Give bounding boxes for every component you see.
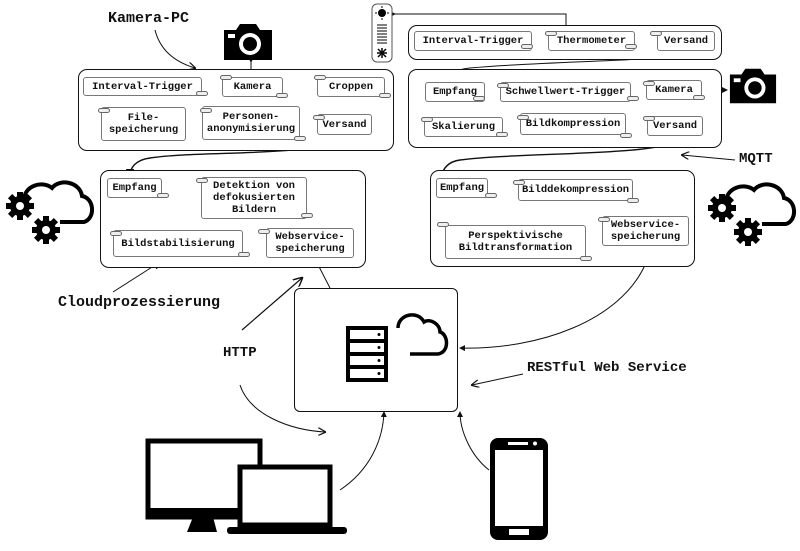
port [521,44,533,49]
node-empfang: Empfang [425,82,485,102]
http-label: HTTP [223,345,257,361]
node-versand: Versand [317,114,372,135]
node-perspektivische-bildtransformation: Perspektivische Bildtransformation [445,225,586,259]
node-empfang-cloud-left: Empfang [107,178,162,198]
port [421,117,433,122]
kamera-pc-label: Kamera-PC [108,10,190,27]
node-skalierung: Skalierung [424,117,503,137]
desktop-laptop-icon [145,438,347,534]
node-bildstabilisierung: Bildstabilisierung [113,230,243,257]
cloudprozessierung-label: Cloudprozessierung [58,294,221,311]
mqtt-label: MQTT [739,151,773,167]
node-interval-trigger: Interval-Trigger [83,77,202,96]
port [301,213,313,218]
server-cloud-icon [346,313,449,382]
port [625,44,637,49]
flow-right-webservice-to-server [459,264,646,352]
camera-icon [224,24,272,60]
node-detektion: Detektion von defokusierten Bildern [201,177,307,219]
cloud-gears-icon [6,180,94,244]
node-versand-right: Versand [647,116,703,136]
node-interval-trigger-thermo: Interval-Trigger [414,31,532,51]
flow-camera-to-cloud [438,139,674,180]
port [313,115,325,120]
cloud-gears-icon-right [708,182,796,246]
port [643,81,655,86]
port [497,83,509,88]
port [379,93,391,98]
port [294,136,306,141]
port [620,133,632,138]
node-webservicespeicherung-right: Webservice- speicherung [602,216,689,246]
port [110,231,122,236]
kamera-pc-pointer [154,29,195,68]
node-bilddekompression: Bilddekompression [518,179,633,201]
port [580,256,592,261]
port [517,115,529,120]
port [496,132,508,137]
port [627,96,639,101]
port [627,198,639,203]
node-croppen: Croppen [317,77,385,97]
camera-icon-right [729,68,777,104]
port [513,180,525,185]
node-kamera-right: Kamera [646,80,702,100]
port [650,31,662,36]
port [437,222,449,227]
mqtt-pointer [682,155,736,161]
laptop-to-server [339,411,387,491]
thermometer-icon [371,3,393,63]
node-kamera: Kamera [222,77,283,97]
node-schwellwert-trigger: Schwellwert-Trigger [500,82,631,102]
port [196,91,208,96]
port [643,116,655,121]
node-thermometer: Thermometer [548,31,635,51]
port [473,96,485,101]
port [220,75,232,80]
node-filespeicherung: File- speicherung [101,107,186,141]
port [157,193,169,198]
port [693,95,705,100]
restful-pointer [472,373,524,385]
port [196,178,208,183]
port [98,108,110,113]
port [258,229,270,234]
port [200,108,212,113]
restful-label: RESTful Web Service [527,360,687,376]
port [276,93,288,98]
node-personenanonymisierung: Personen- anonymisierung [202,106,300,140]
node-versand-thermo: Versand [657,31,715,51]
smartphone-icon [490,438,548,540]
http-lower-arrow [239,384,325,432]
phone-to-server [457,411,490,471]
node-empfang-cloud-right: Empfang [436,178,488,198]
node-webservicespeicherung-left: Webservice- speicherung [266,228,354,258]
port [238,252,250,257]
port [314,75,326,80]
port [545,31,557,36]
port [485,193,497,198]
http-upper-arrow [241,278,302,331]
node-bildkompression: Bildkompression [520,113,626,135]
port [598,217,610,222]
